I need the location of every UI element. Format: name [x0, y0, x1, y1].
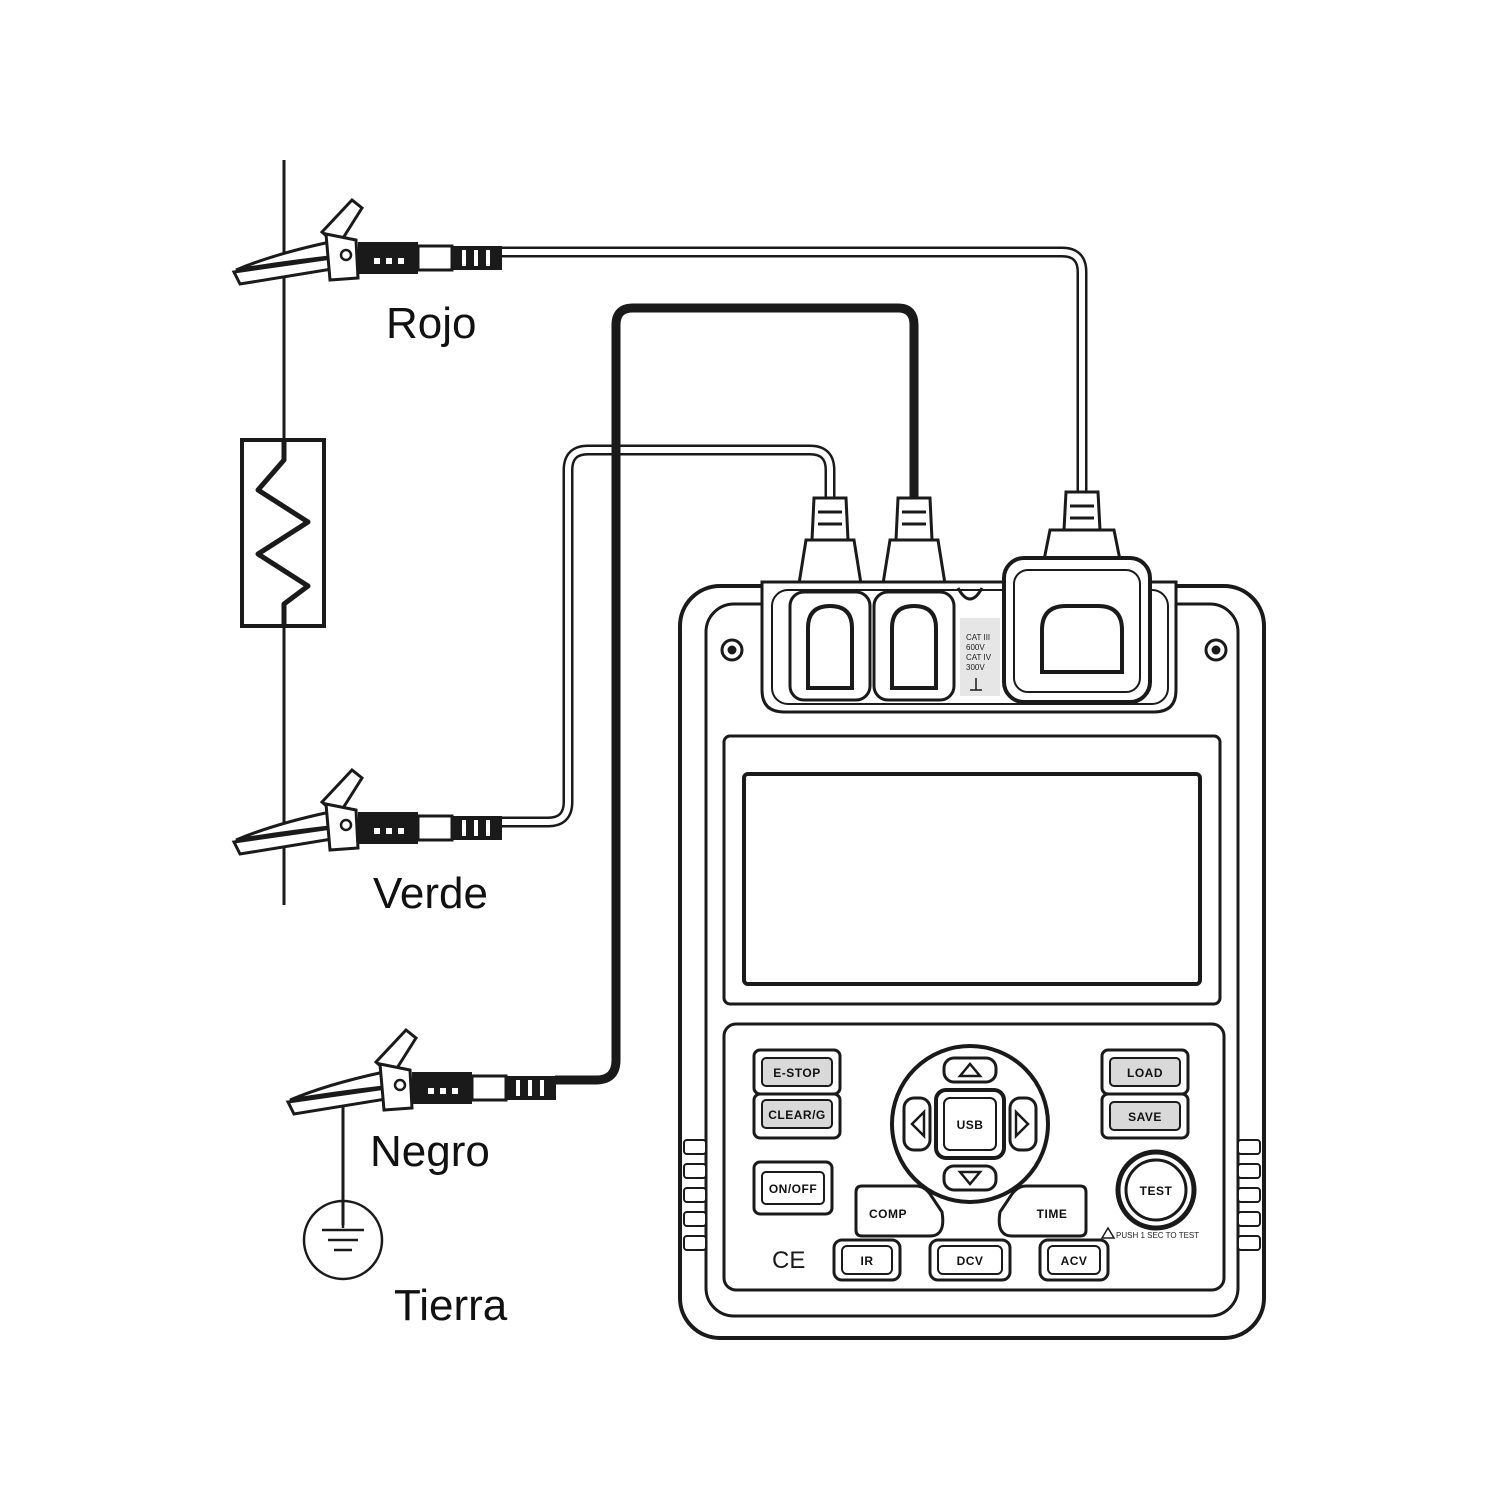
black-lead-wire	[555, 303, 919, 1085]
red-terminal-socket	[1002, 556, 1152, 704]
circuit-under-test	[240, 160, 345, 1225]
terminal-rating-line: 600V	[966, 643, 985, 652]
save-button-label: SAVE	[1128, 1110, 1162, 1124]
up-arrow-icon	[957, 1062, 983, 1078]
test-button[interactable]: TEST	[1115, 1149, 1197, 1231]
device-plugs	[796, 490, 1122, 592]
up-arrow-button[interactable]	[942, 1056, 998, 1084]
right-arrow-button[interactable]	[1008, 1096, 1038, 1152]
left-arrow-button[interactable]	[902, 1096, 932, 1152]
time-button-label: TIME	[1037, 1207, 1068, 1221]
time-button[interactable]: TIME	[997, 1184, 1088, 1238]
down-arrow-button[interactable]	[942, 1164, 998, 1192]
label-black-lead: Negro	[370, 1127, 490, 1176]
side-grip	[683, 1139, 1261, 1251]
ir-button[interactable]: IR	[832, 1238, 902, 1282]
ground-symbol-icon	[302, 1199, 384, 1281]
terminal-rating-line: CAT IV	[966, 653, 992, 662]
save-button[interactable]: SAVE	[1100, 1092, 1190, 1140]
warning-triangle-icon	[1100, 1226, 1116, 1239]
estop-button[interactable]: E-STOP	[752, 1048, 842, 1096]
comp-button[interactable]: COMP	[854, 1184, 945, 1238]
usb-button[interactable]: USB	[934, 1088, 1006, 1160]
test-hint-text: PUSH 1 SEC TO TEST	[1116, 1231, 1199, 1240]
terminal-rating-line: 300V	[966, 663, 985, 672]
acv-button[interactable]: ACV	[1038, 1238, 1110, 1282]
green-terminal-socket	[788, 590, 872, 702]
resistor-zigzag-icon	[255, 440, 311, 626]
lcd-screen	[742, 772, 1202, 986]
label-ground: Tierra	[394, 1281, 508, 1330]
clear-button[interactable]: CLEAR/G	[752, 1092, 842, 1140]
clear-button-label: CLEAR/G	[768, 1108, 826, 1122]
dcv-button[interactable]: DCV	[928, 1238, 1012, 1282]
right-arrow-icon	[1014, 1108, 1030, 1140]
black-plug-icon	[880, 496, 948, 592]
usb-button-label: USB	[957, 1118, 984, 1132]
onoff-button-label: ON/OFF	[769, 1182, 817, 1196]
red-plug-icon	[1042, 490, 1122, 562]
estop-button-label: E-STOP	[773, 1066, 820, 1080]
test-button-label: TEST	[1140, 1184, 1173, 1198]
navigation-pad: USB	[890, 1044, 1050, 1204]
terminal-rating-label: CAT III 600V CAT IV 300V	[960, 618, 1000, 696]
black-terminal-socket	[872, 590, 956, 702]
dcv-button-label: DCV	[957, 1254, 984, 1268]
black-alligator-clip-icon	[286, 1028, 558, 1116]
green-alligator-clip-icon	[232, 768, 504, 856]
onoff-button[interactable]: ON/OFF	[752, 1160, 834, 1216]
load-button-label: LOAD	[1127, 1066, 1163, 1080]
lead-wires	[500, 246, 1088, 1085]
ir-button-label: IR	[861, 1254, 874, 1268]
acv-button-label: ACV	[1061, 1254, 1088, 1268]
left-arrow-icon	[910, 1108, 926, 1140]
guard-notch	[956, 587, 984, 601]
test-hint: PUSH 1 SEC TO TEST	[1100, 1226, 1199, 1240]
red-alligator-clip-icon	[232, 198, 504, 286]
load-button[interactable]: LOAD	[1100, 1048, 1190, 1096]
insulation-tester: CAT III 600V CAT IV 300V E-STOP CLEAR/G	[678, 556, 1266, 1340]
terminal-rating-line: CAT III	[966, 633, 990, 642]
label-green-lead: Verde	[373, 869, 488, 918]
red-lead-wire	[500, 246, 1088, 505]
down-arrow-icon	[957, 1170, 983, 1186]
label-red-lead: Rojo	[386, 299, 477, 348]
resistor-box	[240, 438, 326, 628]
comp-button-label: COMP	[869, 1207, 907, 1221]
green-plug-icon	[796, 496, 864, 592]
ce-mark: CE	[772, 1247, 805, 1274]
